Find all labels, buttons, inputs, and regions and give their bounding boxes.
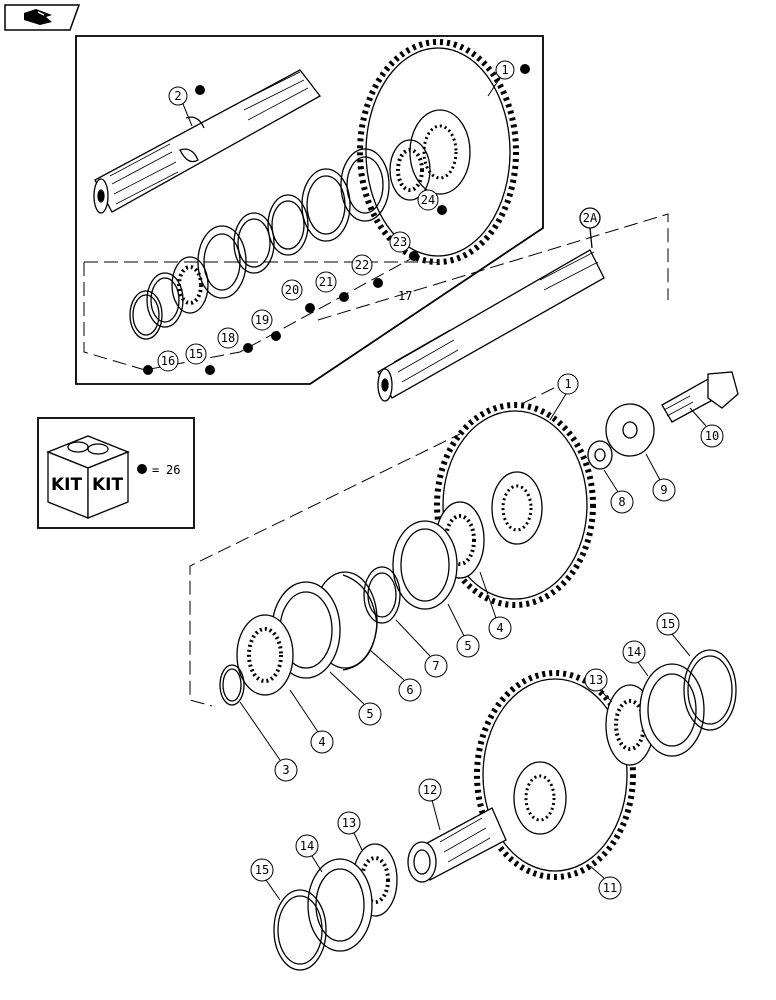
filled-circle-icon	[137, 464, 147, 474]
svg-text:1: 1	[564, 377, 571, 391]
kit-number: 26	[166, 463, 180, 477]
callout-24: 24	[417, 189, 439, 211]
back-arrow-icon	[24, 9, 52, 25]
kit-label-left: KIT	[51, 475, 82, 495]
svg-text:13: 13	[342, 816, 356, 830]
callout-15-upper-right: 15	[656, 612, 691, 657]
upper-shaft-part-2	[93, 69, 321, 214]
svg-text:15: 15	[661, 617, 675, 631]
callout-9: 9	[645, 453, 676, 502]
svg-text:18: 18	[221, 331, 235, 345]
callout-12: 12	[418, 778, 442, 831]
svg-text:5: 5	[366, 707, 373, 721]
filled-circle-icon	[271, 331, 281, 341]
callout-5-right: 5	[447, 603, 480, 658]
callout-1-upper: 1	[487, 60, 515, 97]
callout-5-left: 5	[329, 671, 382, 726]
svg-text:20: 20	[285, 283, 299, 297]
upper-bearing-stack	[129, 139, 431, 340]
callout-22: 22	[351, 254, 373, 276]
callout-19: 19	[251, 309, 273, 331]
callout-14-lower: 14	[295, 834, 323, 873]
callout-15-lower: 15	[250, 858, 281, 901]
svg-text:2A: 2A	[583, 211, 598, 225]
upper-callouts: 1 2 16 15 18 19 20 21 22 23 24 17	[157, 60, 515, 372]
kit-legend-box: KIT KIT = 26	[37, 417, 195, 529]
svg-text:1: 1	[501, 63, 508, 77]
main-bearing-stack	[219, 501, 485, 706]
svg-text:14: 14	[300, 839, 314, 853]
callout-4-right: 4	[479, 571, 512, 640]
upper-gear-part-1	[357, 39, 519, 265]
filled-circle-icon	[243, 343, 253, 353]
svg-text:12: 12	[423, 783, 437, 797]
main-assembly-boundary	[189, 387, 555, 707]
svg-text:16: 16	[161, 354, 175, 368]
svg-text:10: 10	[705, 429, 719, 443]
svg-text:13: 13	[589, 673, 603, 687]
svg-text:14: 14	[627, 645, 641, 659]
label-17: 17	[398, 289, 412, 303]
callout-4-left: 4	[289, 689, 334, 754]
kit-box-icon	[46, 435, 130, 519]
callout-2a: 2A	[579, 207, 601, 249]
callout-13-upper-right: 13	[584, 668, 613, 703]
callout-18: 18	[217, 327, 239, 349]
svg-text:11: 11	[603, 881, 617, 895]
callout-10: 10	[689, 407, 724, 448]
kit-equals: =	[152, 463, 159, 477]
lower-callouts: 11 12 13 14 15 13 14 15	[250, 612, 691, 901]
lower-gear-part-11	[474, 670, 636, 880]
callout-7: 7	[395, 619, 448, 678]
svg-text:24: 24	[421, 193, 435, 207]
filled-circle-icon	[409, 251, 419, 261]
callout-15-upper: 15	[185, 343, 207, 365]
main-callouts: 1 3 4 5 6 7 5 4 8 9 10	[239, 373, 724, 782]
svg-text:4: 4	[496, 621, 503, 635]
callout-2-upper: 2	[168, 86, 193, 127]
filled-circle-icon	[143, 365, 153, 375]
lower-hub-part-12	[407, 807, 507, 883]
callout-23: 23	[389, 231, 411, 253]
callout-1-main: 1	[549, 373, 579, 421]
lower-bearing-stack	[273, 649, 737, 971]
callout-8: 8	[603, 469, 634, 514]
svg-text:9: 9	[660, 483, 667, 497]
filled-circle-icon	[437, 205, 447, 215]
filled-circle-icon	[339, 292, 349, 302]
svg-text:23: 23	[393, 235, 407, 249]
kit-label-right: KIT	[92, 475, 123, 495]
filled-circle-icon	[205, 365, 215, 375]
callout-13-lower: 13	[337, 811, 363, 851]
callout-16: 16	[157, 350, 179, 372]
kit-markers-upper	[143, 64, 530, 375]
filled-circle-icon	[373, 278, 383, 288]
svg-text:7: 7	[432, 659, 439, 673]
svg-text:15: 15	[255, 863, 269, 877]
shaft-part-2a: 2A	[317, 207, 669, 402]
filled-circle-icon	[305, 303, 315, 313]
callout-14-upper-right: 14	[622, 640, 649, 677]
svg-text:5: 5	[464, 639, 471, 653]
hardware-8-9-10	[587, 371, 739, 470]
callout-6: 6	[369, 649, 422, 702]
filled-circle-icon	[195, 85, 205, 95]
svg-text:19: 19	[255, 313, 269, 327]
svg-text:21: 21	[319, 275, 333, 289]
callout-3: 3	[239, 701, 298, 782]
callout-20: 20	[281, 279, 303, 301]
svg-text:8: 8	[618, 495, 625, 509]
callout-21: 21	[315, 271, 337, 293]
svg-text:15: 15	[189, 347, 203, 361]
svg-text:3: 3	[282, 763, 289, 777]
svg-text:2: 2	[174, 89, 181, 103]
filled-circle-icon	[520, 64, 530, 74]
svg-text:6: 6	[406, 683, 413, 697]
svg-text:4: 4	[318, 735, 325, 749]
svg-text:22: 22	[355, 258, 369, 272]
nav-back-tab[interactable]	[4, 4, 81, 31]
callout-11: 11	[589, 865, 622, 900]
